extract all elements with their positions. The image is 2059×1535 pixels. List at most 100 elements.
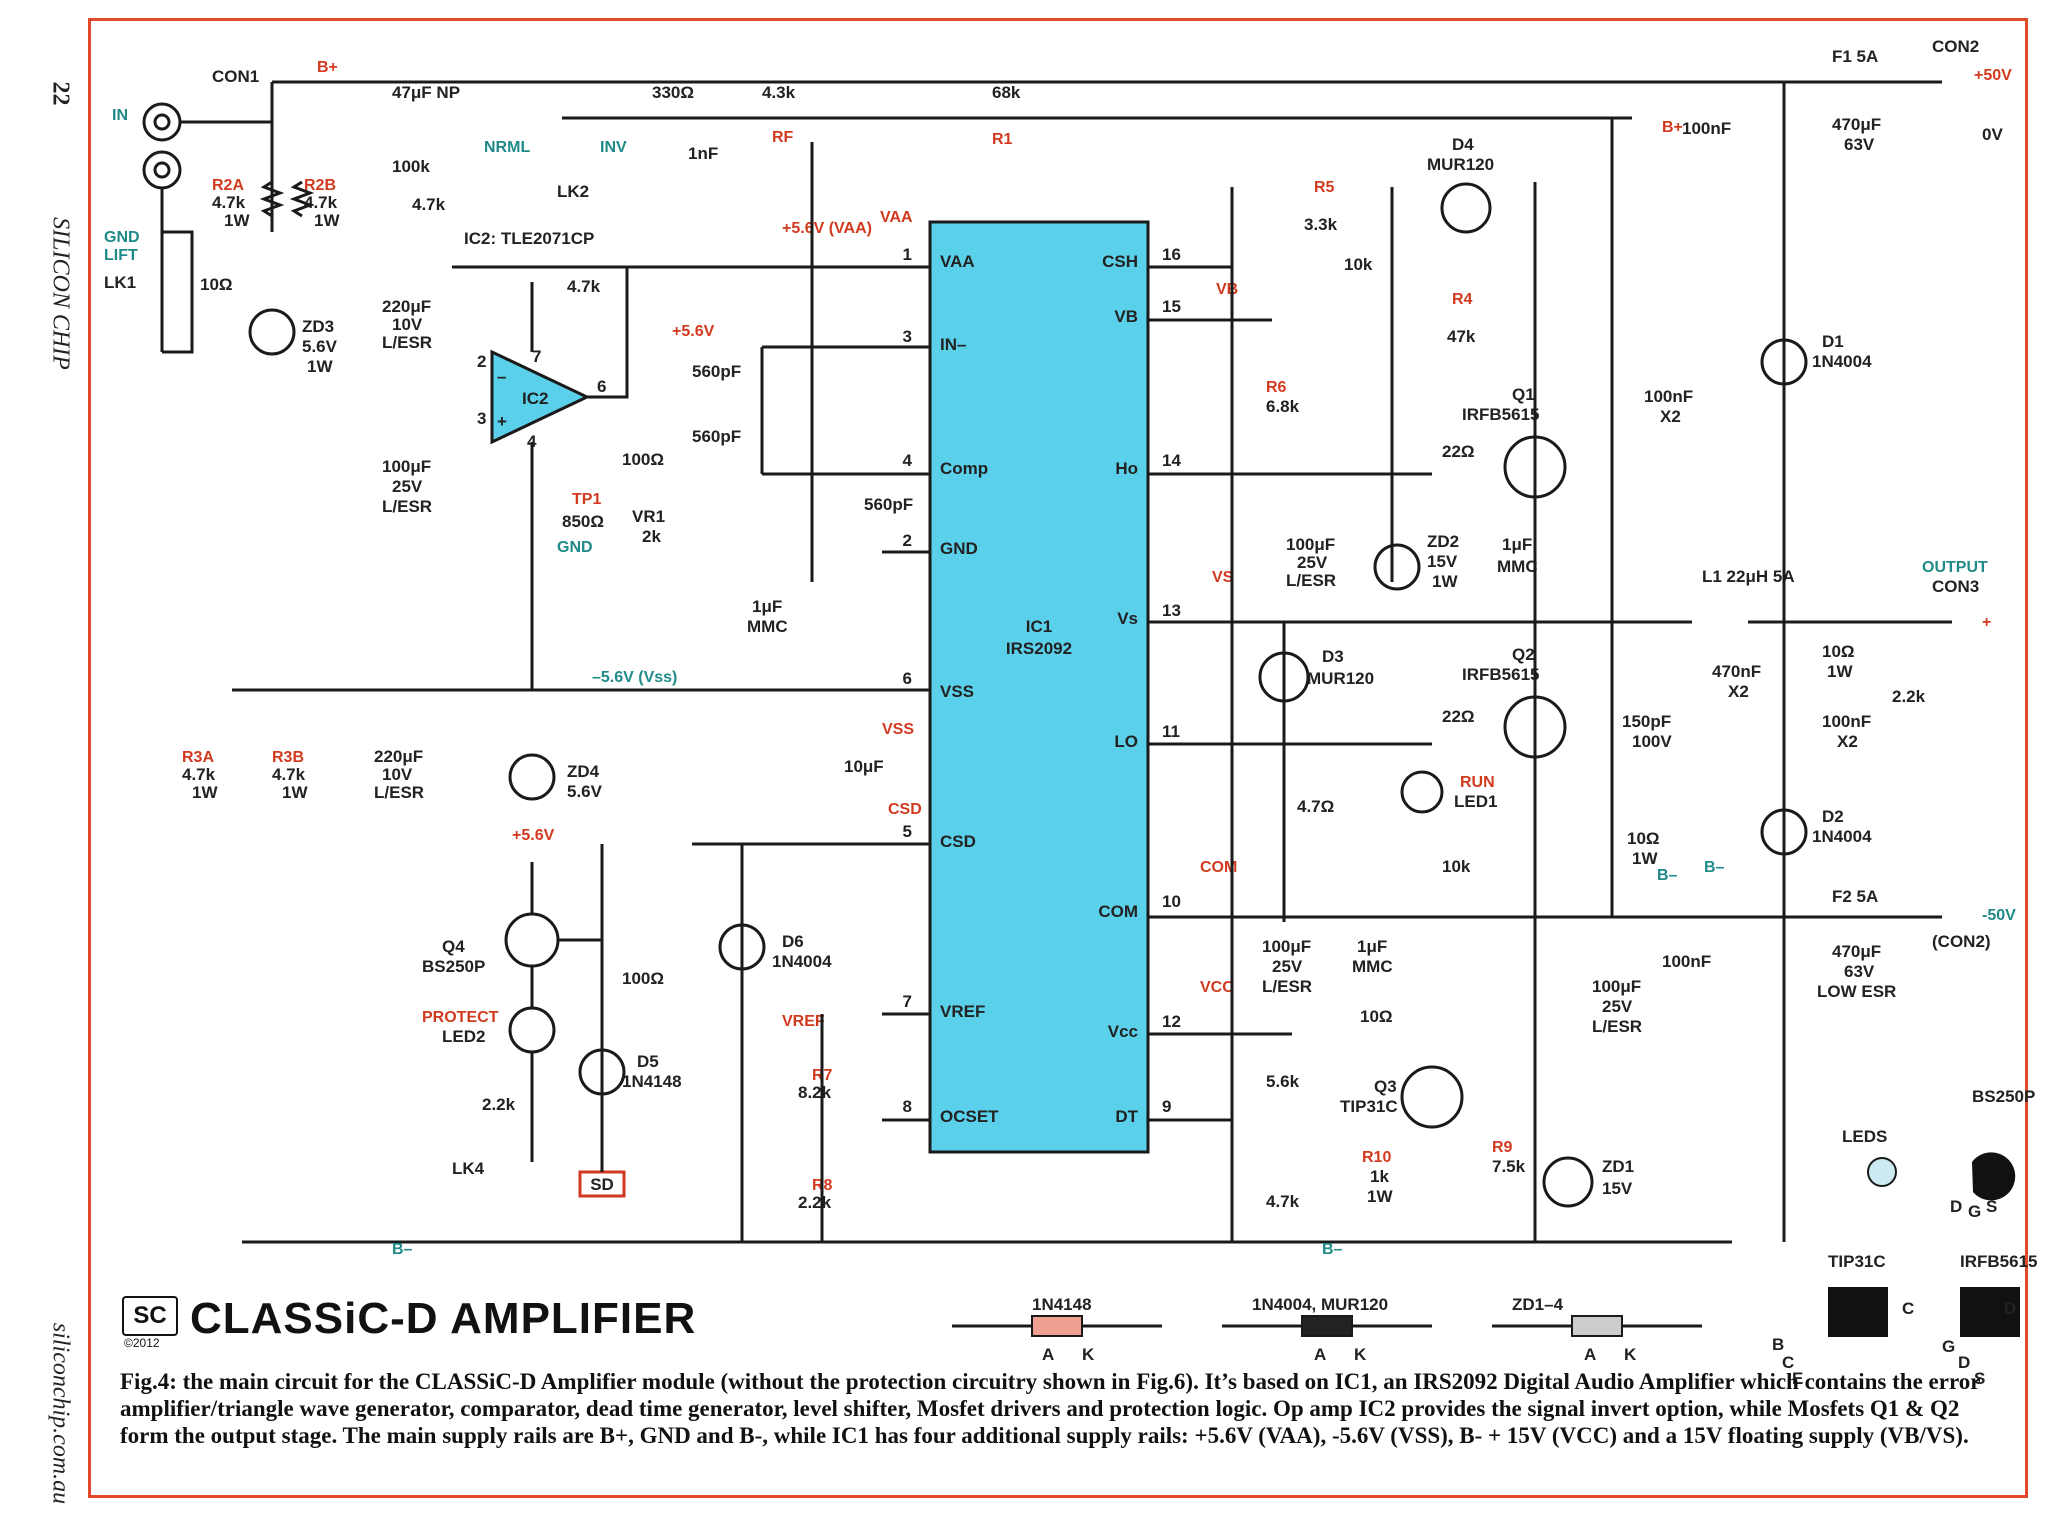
r10-label: 10Ω xyxy=(200,275,233,294)
d1-ref: D1 xyxy=(1822,332,1844,351)
d3-part: MUR120 xyxy=(1307,669,1374,688)
r100-label: 100Ω xyxy=(622,450,664,469)
c470u-top-voltage: 63V xyxy=(1844,135,1875,154)
r5-value: 3.3k xyxy=(1304,215,1338,234)
vaa-pin-label: VAA xyxy=(880,209,913,226)
q1-ref: Q1 xyxy=(1512,385,1535,404)
ic2-pin: 6 xyxy=(597,377,606,396)
c100ud-type: L/ESR xyxy=(1592,1017,1642,1036)
r9-value: 7.5k xyxy=(1492,1157,1526,1176)
nrml-label: NRML xyxy=(484,139,530,156)
ic1-name: IC1 xyxy=(1026,617,1052,636)
ic2-pin: 7 xyxy=(532,347,541,366)
figure-caption: Fig.4: the main circuit for the CLASSiC-… xyxy=(120,1369,1981,1448)
pin-number: 16 xyxy=(1162,245,1181,264)
q1-part: IRFB5615 xyxy=(1462,405,1539,424)
d2-ref: D2 xyxy=(1822,807,1844,826)
ic1-right-pins: CSH 16 VB 15 Ho 14 Vs 13 LO 11 COM 10 Vc… xyxy=(1098,245,1181,1126)
legend-tip31c: TIP31C xyxy=(1828,1252,1886,1271)
con3-plus: + xyxy=(1982,614,1991,631)
legend-pin: A xyxy=(1314,1345,1326,1364)
c470u-top-value: 470μF xyxy=(1832,115,1881,134)
vaa-rail-label: +5.6V (VAA) xyxy=(782,220,872,237)
circuit-schematic: IC1 IRS2092 VAA 1 IN– 3 Comp 4 GND 2 VSS… xyxy=(104,37,2037,1388)
minus50-label: -50V xyxy=(1982,907,2016,924)
d3-ref: D3 xyxy=(1322,647,1344,666)
r2a-rating: 1W xyxy=(224,211,250,230)
pin-name: OCSET xyxy=(940,1107,999,1126)
d1-part: 1N4004 xyxy=(1812,352,1872,371)
r10w-value: 10Ω xyxy=(1627,829,1660,848)
r10-1w-value: 10Ω xyxy=(1822,642,1855,661)
r10ka-label: 10k xyxy=(1344,255,1373,274)
con2b-label: (CON2) xyxy=(1932,932,1991,951)
b-minus-label-2: B– xyxy=(1322,1241,1343,1258)
r68k-label: 68k xyxy=(992,83,1021,102)
pin-number: 8 xyxy=(903,1097,912,1116)
r2b-ref: R2B xyxy=(304,177,336,194)
d2-part: 1N4004 xyxy=(1812,827,1872,846)
p56-label-2: +5.6V xyxy=(512,827,555,844)
figure-frame xyxy=(88,18,2028,1498)
csd-pin-label: CSD xyxy=(888,801,922,818)
r10q-value: 1k xyxy=(1370,1167,1389,1186)
ic2-plus: + xyxy=(497,412,507,431)
pin-name: Vcc xyxy=(1108,1022,1138,1041)
b-plus-rail xyxy=(270,80,1732,232)
c100uc-voltage: 25V xyxy=(1272,957,1303,976)
c560b-label: 560pF xyxy=(692,427,741,446)
c220b-voltage: 10V xyxy=(382,765,413,784)
r43k-label: 4.3k xyxy=(762,83,796,102)
pin-number: 15 xyxy=(1162,297,1181,316)
f2-label: F2 5A xyxy=(1832,887,1878,906)
ic2-name: IC2 xyxy=(522,389,548,408)
r10kb-label: 10k xyxy=(1442,857,1471,876)
pin-name: CSD xyxy=(940,832,976,851)
pin-name: VAA xyxy=(940,252,975,271)
pin-name: GND xyxy=(940,539,978,558)
r2b-value: 4.7k xyxy=(304,193,338,212)
c220b-type: L/ESR xyxy=(374,783,424,802)
c100ud-voltage: 25V xyxy=(1602,997,1633,1016)
c100ua-type: L/ESR xyxy=(382,497,432,516)
r47k-fb-label: 4.7k xyxy=(567,277,601,296)
q3-ref: Q3 xyxy=(1374,1077,1397,1096)
legend-leds: LEDS xyxy=(1842,1127,1887,1146)
c220a-value: 220μF xyxy=(382,297,431,316)
b-plus-label-2: B+ xyxy=(1662,119,1683,136)
legend-irfb-pin: D xyxy=(1958,1353,1970,1372)
d5-ref: D5 xyxy=(637,1052,659,1071)
gnd-lift-label: GND xyxy=(104,229,140,246)
r6-ref: R6 xyxy=(1266,379,1287,396)
q3-part: TIP31C xyxy=(1340,1097,1398,1116)
pin-name: COM xyxy=(1098,902,1138,921)
pin-number: 11 xyxy=(1162,722,1180,741)
c1n-label: 1nF xyxy=(688,144,718,163)
r47k-dt-label: 4.7k xyxy=(1266,1192,1300,1211)
ic2-pin: 2 xyxy=(477,352,486,371)
output-label: OUTPUT xyxy=(1922,559,1988,576)
legend-pin: K xyxy=(1082,1345,1095,1364)
legend-bs-pin: D xyxy=(1950,1197,1962,1216)
c100ud-value: 100μF xyxy=(1592,977,1641,996)
d4-ref: D4 xyxy=(1452,135,1474,154)
pin-number: 10 xyxy=(1162,892,1181,911)
b-plus-label: B+ xyxy=(317,59,338,76)
r22b-label: 22Ω xyxy=(1442,707,1475,726)
pin-number: 2 xyxy=(903,531,912,550)
zd2-ref: ZD2 xyxy=(1427,532,1459,551)
pin-number: 1 xyxy=(903,245,912,264)
zd1-ref: ZD1 xyxy=(1602,1157,1634,1176)
r4-value: 47k xyxy=(1447,327,1476,346)
sc-copyright: ©2012 xyxy=(124,1336,160,1350)
output-filter: 150pF 100V 10Ω 1W 100nF X2 L1 22μH 5A 47… xyxy=(1622,37,2016,1242)
input-section: CON1 IN GND LIFT LK1 10Ω R2A 4.7k 1W R2B… xyxy=(104,67,460,516)
r4-ref: R4 xyxy=(1452,291,1473,308)
d5-part: 1N4148 xyxy=(622,1072,682,1091)
r3a-value: 4.7k xyxy=(182,765,216,784)
vb-label: VB xyxy=(1216,281,1238,298)
legend-pin: A xyxy=(1042,1345,1054,1364)
r8-value: 2.2k xyxy=(798,1193,832,1212)
page-number: 22 xyxy=(47,81,74,106)
inv-label: INV xyxy=(600,139,627,156)
